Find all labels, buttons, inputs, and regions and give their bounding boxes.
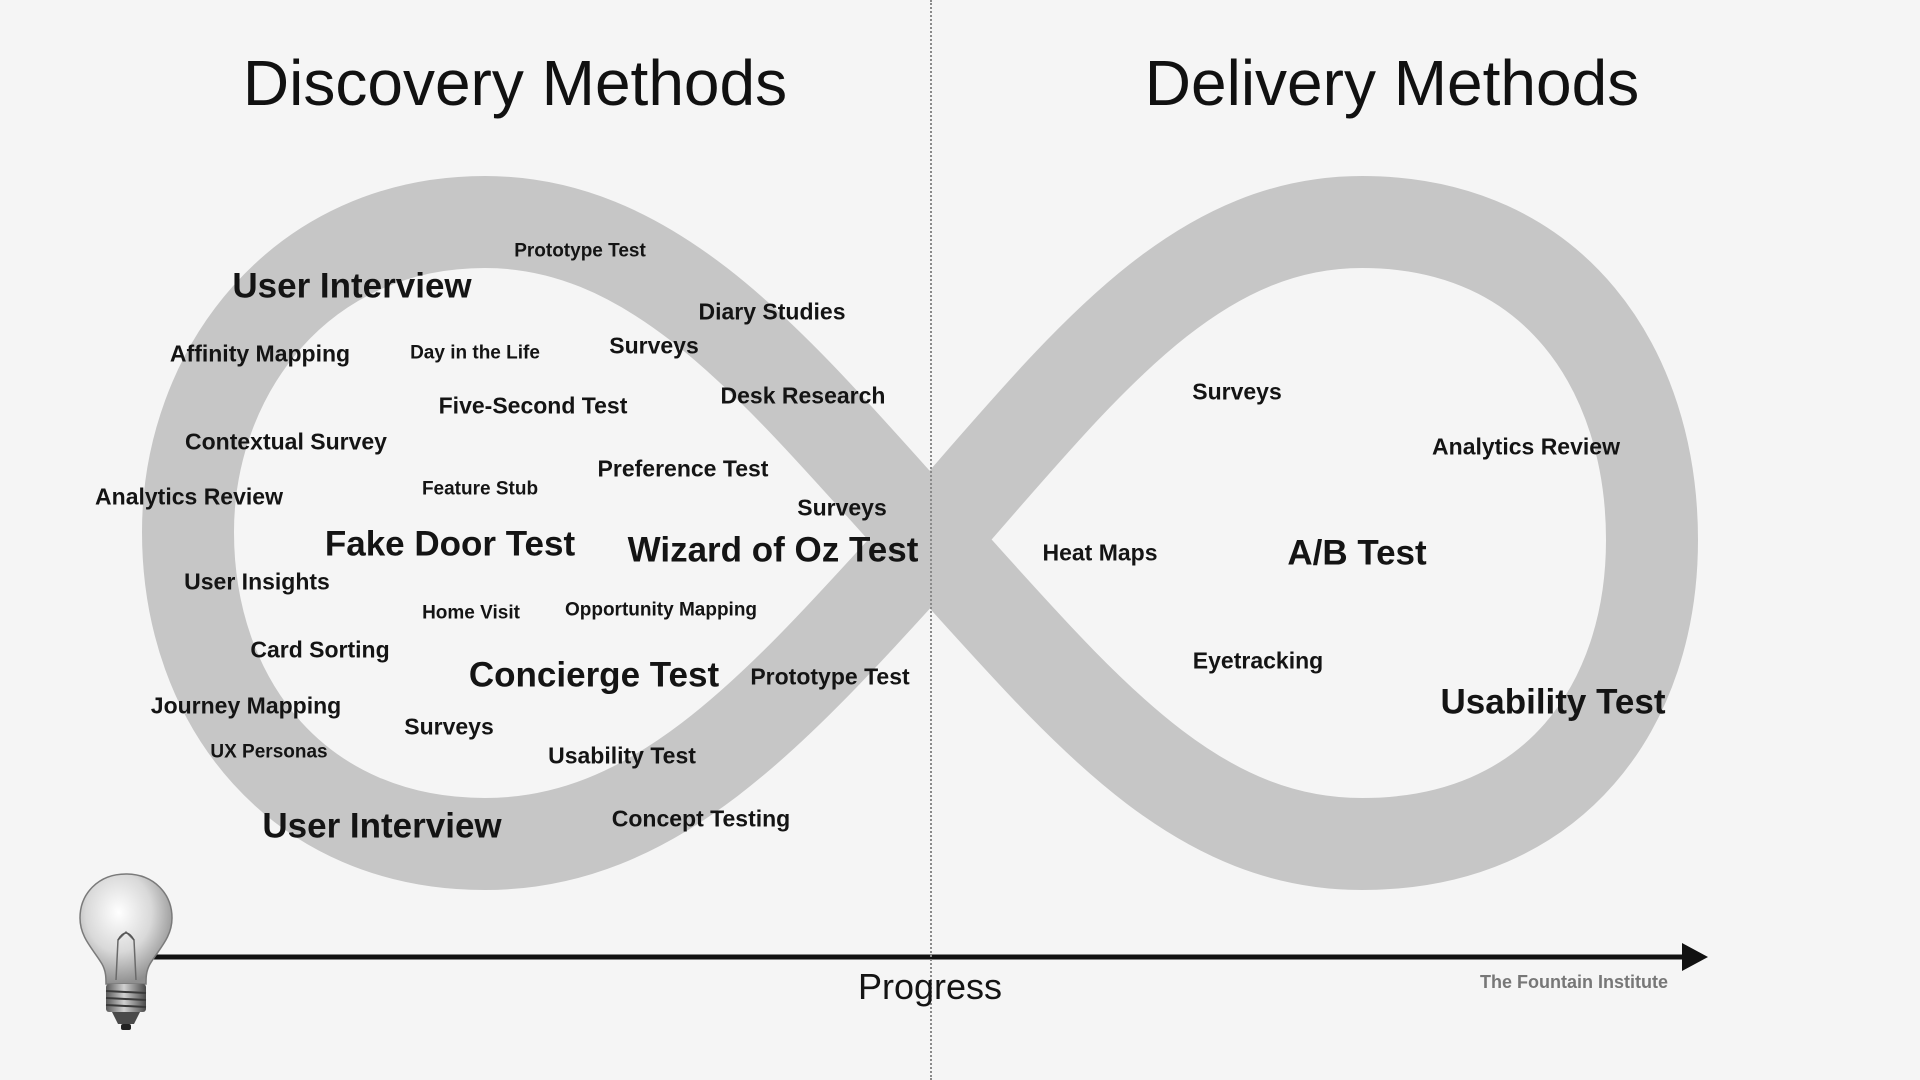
method-diary-studies: Diary Studies xyxy=(698,298,846,325)
method-card-sorting: Card Sorting xyxy=(250,636,390,663)
method-heat-maps: Heat Maps xyxy=(1042,539,1158,566)
method-usability-test: Usability Test xyxy=(1440,682,1666,722)
method-surveys: Surveys xyxy=(404,713,494,740)
method-contextual-survey: Contextual Survey xyxy=(185,428,387,455)
method-prototype-test: Prototype Test xyxy=(750,663,910,690)
progress-axis-label: Progress xyxy=(857,966,1003,1007)
light-bulb-icon xyxy=(79,873,173,1030)
method-ab-test: A/B Test xyxy=(1287,533,1427,573)
method-day-in-the-life: Day in the Life xyxy=(410,342,540,364)
method-opportunity-mapping: Opportunity Mapping xyxy=(564,599,758,621)
method-eyetracking: Eyetracking xyxy=(1192,647,1324,674)
arrow-head-icon xyxy=(1682,943,1708,971)
method-wizard-of-oz-test: Wizard of Oz Test xyxy=(627,530,919,570)
infinity-band xyxy=(142,176,1698,890)
method-surveys: Surveys xyxy=(609,332,699,359)
method-usability-test: Usability Test xyxy=(548,742,696,769)
method-surveys: Surveys xyxy=(797,494,887,521)
method-analytics-review: Analytics Review xyxy=(95,483,283,510)
discovery-heading: Discovery Methods xyxy=(242,47,788,119)
method-surveys: Surveys xyxy=(1192,378,1282,405)
method-concept-testing: Concept Testing xyxy=(611,805,791,832)
method-user-interview: User Interview xyxy=(232,266,472,306)
method-preference-test: Preference Test xyxy=(597,455,769,482)
method-user-interview: User Interview xyxy=(262,806,502,846)
method-journey-mapping: Journey Mapping xyxy=(150,692,342,719)
method-analytics-review: Analytics Review xyxy=(1432,433,1620,460)
method-desk-research: Desk Research xyxy=(720,382,886,409)
method-feature-stub: Feature Stub xyxy=(421,478,539,500)
delivery-heading: Delivery Methods xyxy=(1144,47,1640,119)
credit-text: The Fountain Institute xyxy=(1480,972,1668,992)
method-home-visit: Home Visit xyxy=(422,602,520,624)
method-fake-door-test: Fake Door Test xyxy=(324,524,576,564)
method-user-insights: User Insights xyxy=(184,568,330,595)
center-divider xyxy=(930,0,932,1080)
method-prototype-test: Prototype Test xyxy=(514,240,646,262)
method-affinity-mapping: Affinity Mapping xyxy=(169,340,351,367)
method-five-second-test: Five-Second Test xyxy=(438,392,628,419)
method-ux-personas: UX Personas xyxy=(210,741,328,763)
method-concierge-test: Concierge Test xyxy=(468,655,720,695)
